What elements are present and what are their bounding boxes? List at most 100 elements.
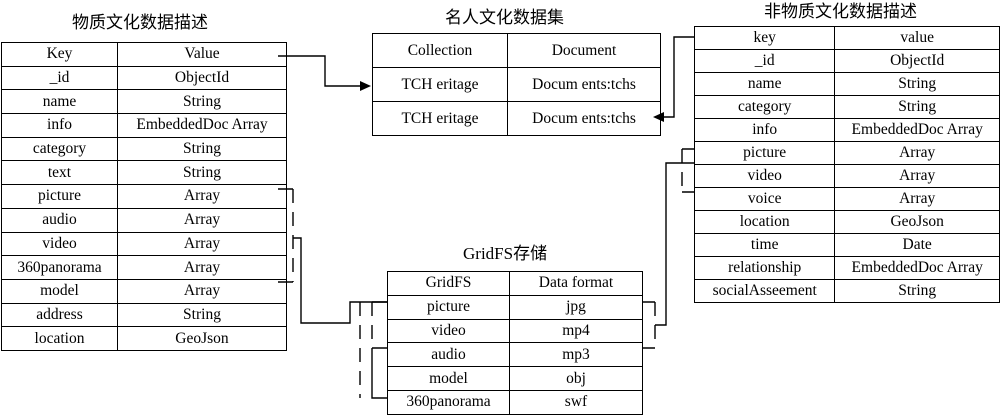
gridfs-cell-key: video — [387, 318, 510, 344]
material-cell-key: 360panorama — [1, 255, 118, 280]
gridfs-cell-value: jpg — [509, 294, 643, 320]
gridfs-cell-value: obj — [509, 366, 643, 391]
material-cell-key: info — [1, 113, 118, 138]
intangible-cell-key: location — [693, 210, 836, 234]
material-cell-value: String — [117, 136, 287, 162]
intangible-cell-value: Array — [834, 164, 1000, 188]
material-cell-key: video — [1, 231, 118, 257]
material-header-key: Key — [1, 42, 118, 67]
intangible-cell-key: _id — [693, 49, 836, 73]
connector-material-media-bracket — [278, 188, 387, 324]
material-cell-key: name — [1, 89, 118, 115]
intangible-cell-value: String — [834, 72, 1000, 96]
material-cell-key: audio — [1, 207, 118, 233]
intangible-cell-value: Array — [834, 141, 1000, 165]
material-cell-key: _id — [1, 65, 118, 91]
intangible-cell-key: picture — [693, 141, 836, 165]
intangible-cell-value: ObjectId — [834, 49, 1000, 73]
intangible-cell-key: name — [693, 72, 836, 96]
material-cell-key: address — [1, 302, 118, 328]
arrowhead-to-celebrity-row1 — [360, 81, 371, 91]
material-cell-value: String — [117, 160, 287, 186]
intangible-header-key: key — [693, 26, 836, 50]
material-cell-value: Array — [117, 255, 287, 280]
material-cell-value: GeoJson — [117, 326, 287, 351]
material-cell-value: Array — [117, 207, 287, 233]
intangible-cell-key: voice — [693, 187, 836, 211]
material-table-title: 物质文化数据描述 — [72, 13, 208, 32]
intangible-cell-value: Array — [834, 187, 1000, 211]
gridfs-cell-value: swf — [509, 389, 643, 415]
material-cell-key: location — [1, 326, 118, 351]
connector-gridfs-left-dashes — [359, 302, 373, 398]
material-cell-value: Array — [117, 278, 287, 304]
celebrity-cell-value: Docum ents:tchs — [507, 67, 661, 102]
celebrity-cell-value: Docum ents:tchs — [507, 101, 661, 136]
intangible-cell-value: String — [834, 279, 1000, 303]
intangible-cell-key: time — [693, 233, 836, 257]
intangible-cell-key: relationship — [693, 256, 836, 280]
intangible-cell-key: category — [693, 95, 836, 119]
material-cell-key: model — [1, 278, 118, 304]
material-cell-value: EmbeddedDoc Array — [117, 113, 287, 138]
connector-material-to-celebrity — [278, 55, 360, 87]
gridfs-header-value: Data format — [509, 271, 643, 296]
connector-gridfs-right-bracket — [643, 162, 694, 349]
intangible-cell-value: EmbeddedDoc Array — [834, 256, 1000, 280]
connector-intangible-media-bracket — [682, 148, 694, 193]
connector-gridfs-left-bracket — [371, 301, 387, 399]
material-cell-key: category — [1, 136, 118, 162]
intangible-header-value: value — [834, 26, 1000, 50]
material-cell-value: ObjectId — [117, 65, 287, 91]
material-header-value: Value — [117, 42, 287, 67]
intangible-cell-value: Date — [834, 233, 1000, 257]
intangible-cell-value: String — [834, 95, 1000, 119]
celebrity-cell-key: TCH eritage — [372, 67, 508, 102]
intangible-cell-value: EmbeddedDoc Array — [834, 118, 1000, 142]
celebrity-header-value: Document — [507, 33, 661, 68]
gridfs-cell-value: mp3 — [509, 342, 643, 368]
gridfs-cell-key: 360panorama — [387, 389, 510, 415]
material-cell-value: String — [117, 89, 287, 115]
intangible-table-title: 非物质文化数据描述 — [764, 2, 917, 21]
material-cell-key: picture — [1, 184, 118, 209]
gridfs-cell-key: model — [387, 366, 510, 391]
connector-intangible-to-celebrity — [664, 36, 694, 118]
material-cell-key: text — [1, 160, 118, 186]
gridfs-cell-value: mp4 — [509, 318, 643, 344]
intangible-cell-key: socialAsseement — [693, 279, 836, 303]
celebrity-table-title: 名人文化数据集 — [445, 8, 564, 27]
